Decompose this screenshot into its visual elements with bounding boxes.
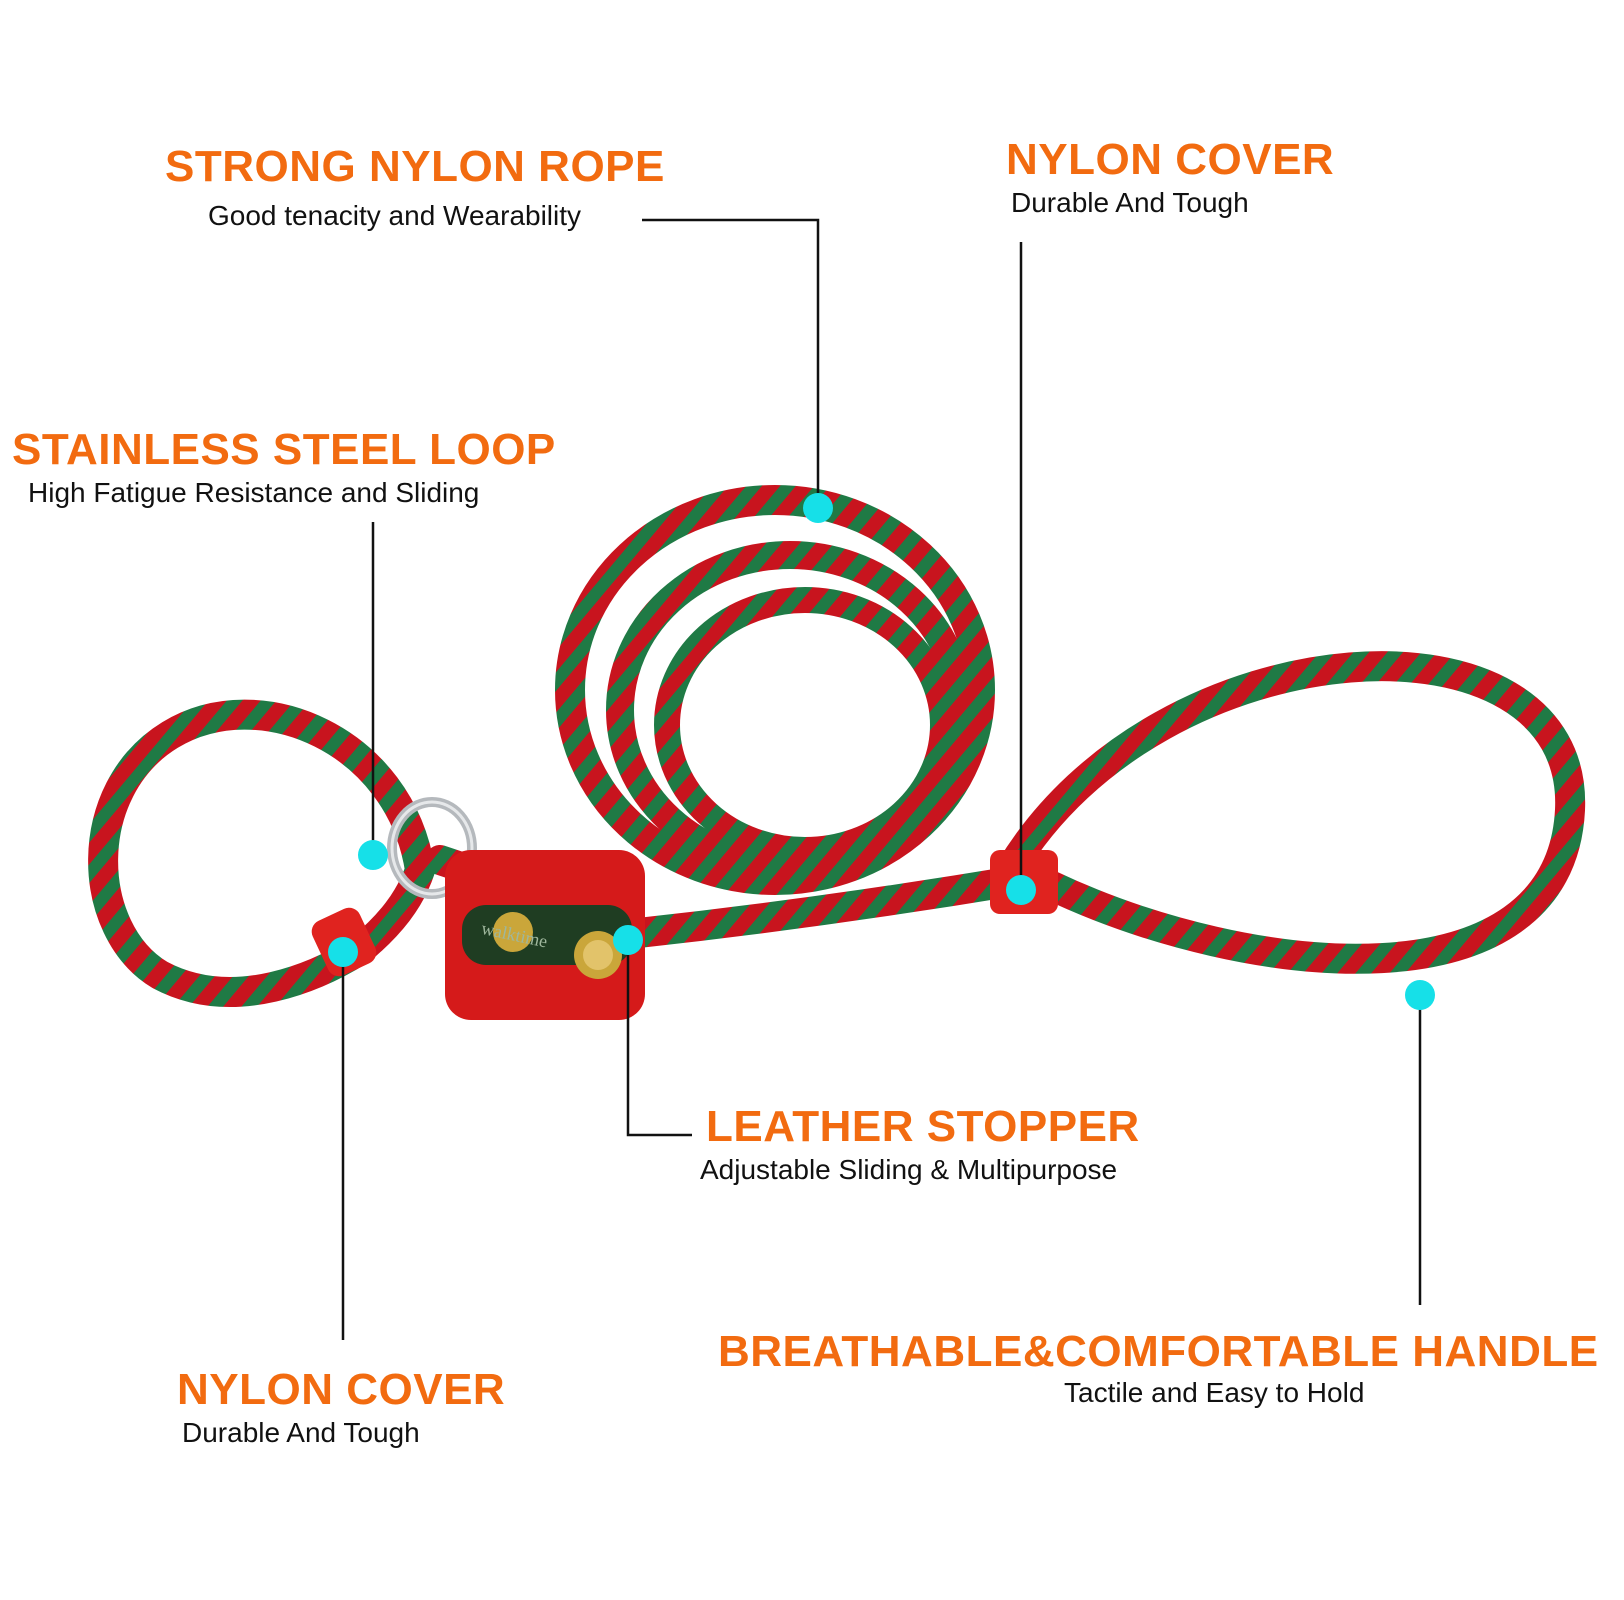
marker-strong-rope [803, 493, 833, 523]
marker-leather-stopper [613, 925, 643, 955]
callout-title: NYLON COVER [177, 1365, 506, 1414]
callout-title: NYLON COVER [1006, 135, 1335, 184]
marker-nylon-cover-bottom [328, 937, 358, 967]
callout-handle: BREATHABLE&COMFORTABLE HANDLE Tactile an… [718, 1330, 1599, 1409]
callout-title: BREATHABLE&COMFORTABLE HANDLE [718, 1327, 1599, 1376]
marker-handle [1405, 980, 1435, 1010]
markers [328, 493, 1435, 1010]
callout-steel-loop: STAINLESS STEEL LOOP High Fatigue Resist… [12, 428, 556, 509]
callout-subtitle: High Fatigue Resistance and Sliding [28, 477, 480, 508]
leather-stopper: walktime [445, 850, 645, 1020]
rope-handle-loop [995, 651, 1586, 974]
rope-coil [555, 485, 995, 895]
callout-nylon-cover-top: NYLON COVER Durable And Tough [1006, 138, 1334, 219]
leader-leather-stopper [626, 945, 692, 1137]
callout-leather-stopper: LEATHER STOPPER Adjustable Sliding & Mul… [700, 1102, 1140, 1186]
marker-nylon-cover-top [1006, 875, 1036, 905]
callout-title: STRONG NYLON ROPE [165, 142, 665, 191]
marker-steel-loop [358, 840, 388, 870]
callout-title: LEATHER STOPPER [706, 1102, 1140, 1151]
callout-subtitle: Good tenacity and Wearability [208, 200, 582, 231]
rope-main-strand [605, 865, 1035, 950]
callout-nylon-cover-bottom: NYLON COVER Durable And Tough [177, 1368, 505, 1449]
callout-subtitle: Durable And Tough [182, 1417, 420, 1448]
callout-strong-rope: STRONG NYLON ROPE Good tenacity and Wear… [165, 145, 665, 232]
callout-subtitle: Adjustable Sliding & Multipurpose [700, 1154, 1118, 1185]
callout-title: STAINLESS STEEL LOOP [12, 425, 556, 474]
leader-strong-rope [642, 218, 820, 508]
callout-subtitle: Durable And Tough [1011, 187, 1249, 218]
callout-subtitle: Tactile and Easy to Hold [1064, 1377, 1365, 1408]
leader-lines [341, 218, 1422, 1340]
